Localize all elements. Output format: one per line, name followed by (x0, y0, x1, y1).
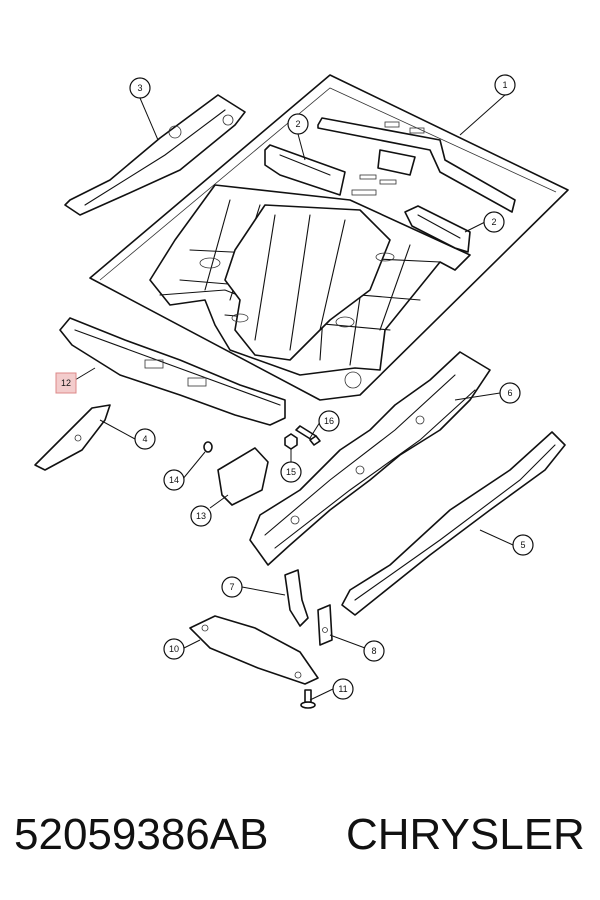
screw-11 (300, 689, 316, 709)
svg-text:13: 13 (196, 511, 206, 521)
cross-member-upper (64, 94, 246, 216)
callout-2-left: 2 (287, 113, 309, 135)
svg-text:15: 15 (286, 467, 296, 477)
callout-13: 13 (190, 505, 212, 527)
callout-4: 4 (134, 428, 156, 450)
svg-text:1: 1 (502, 80, 507, 90)
svg-text:14: 14 (169, 475, 179, 485)
floor-pan (89, 74, 569, 401)
callout-8: 8 (363, 640, 385, 662)
sill-5 (341, 431, 566, 616)
svg-text:2: 2 (491, 217, 496, 227)
callout-6: 6 (499, 382, 521, 404)
gusset-left (34, 404, 111, 471)
front-cross-member (59, 317, 286, 426)
brand-name: CHRYSLER (346, 810, 585, 859)
callout-10: 10 (163, 638, 185, 660)
svg-text:12: 12 (61, 378, 71, 388)
callout-12: 12 (55, 372, 77, 394)
svg-text:8: 8 (371, 646, 376, 656)
callout-14: 14 (163, 469, 185, 491)
svg-text:7: 7 (229, 582, 234, 592)
callout-15: 15 (280, 461, 302, 483)
plug-14 (203, 441, 213, 453)
bracket-13 (217, 447, 269, 506)
nut-15 (284, 433, 298, 450)
svg-text:16: 16 (324, 416, 334, 426)
callout-7: 7 (221, 576, 243, 598)
callout-11: 11 (332, 678, 354, 700)
callout-1: 1 (494, 74, 516, 96)
part-number: 52059386AB (14, 810, 269, 859)
bolt-16 (295, 425, 321, 446)
svg-text:5: 5 (520, 540, 525, 550)
svg-text:2: 2 (295, 119, 300, 129)
callout-5: 5 (512, 534, 534, 556)
bracket-left (264, 144, 346, 196)
bracket-7 (284, 569, 309, 627)
rail-6 (249, 351, 491, 566)
svg-text:3: 3 (137, 83, 142, 93)
svg-text:11: 11 (338, 684, 347, 694)
callout-2-right: 2 (483, 211, 505, 233)
callout-3: 3 (129, 77, 151, 99)
svg-text:10: 10 (169, 644, 179, 654)
bracket-right (404, 205, 471, 253)
svg-text:4: 4 (142, 434, 147, 444)
parts-exploded-diagram: 1 2 2 3 4 5 6 7 8 10 11 12 13 14 15 16 (34, 74, 569, 709)
caption: 52059386AB CHRYSLER (0, 800, 600, 870)
plate-8 (317, 604, 333, 646)
callout-16: 16 (318, 410, 340, 432)
leader-lines (74, 94, 514, 701)
svg-text:6: 6 (507, 388, 512, 398)
skid-plate-10 (189, 615, 319, 685)
